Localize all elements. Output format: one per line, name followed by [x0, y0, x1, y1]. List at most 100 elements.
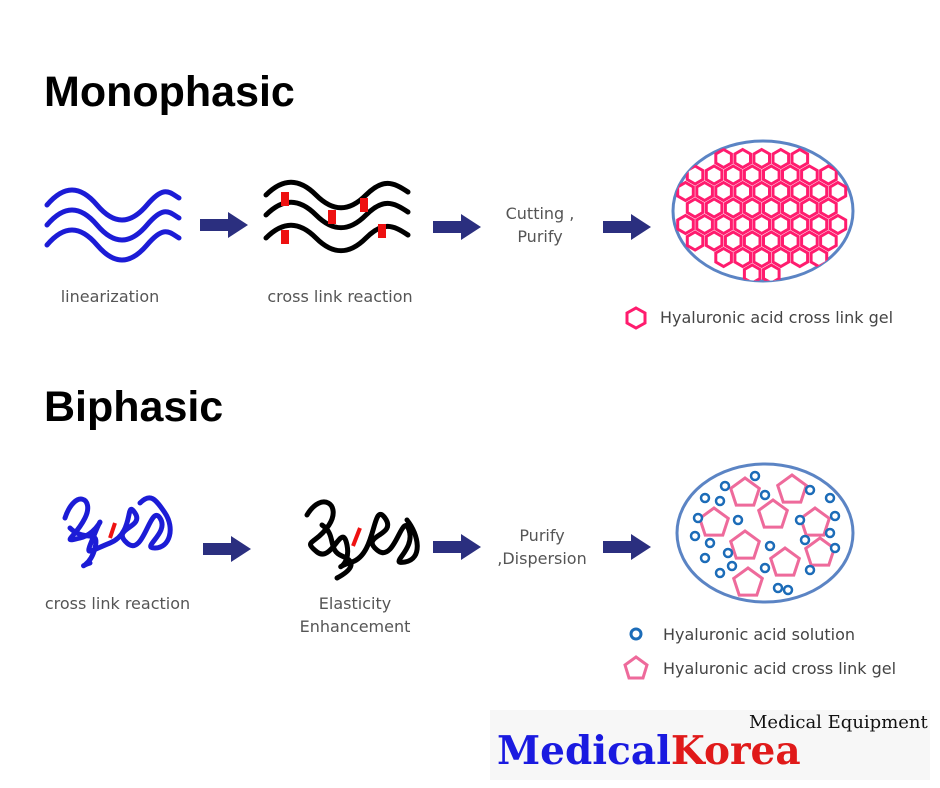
hexagon-cell: [714, 180, 733, 203]
hexagon-cell: [695, 180, 714, 203]
hexagon-cell: [771, 213, 791, 236]
purify-dispersion-caption: Purify ,Dispersion: [487, 524, 597, 570]
solution-ring: [692, 512, 704, 524]
hexagon-cell: [752, 147, 771, 170]
solution-legend-label: Hyaluronic acid solution: [663, 625, 856, 644]
arrow-icon: [200, 212, 248, 238]
hexagon-cell: [695, 213, 714, 236]
process-line: Purify: [519, 526, 565, 545]
crosslink-mark: [351, 527, 362, 547]
biphasic-gel-legend-label: Hyaluronic acid cross link gel: [663, 659, 897, 678]
solution-ring: [829, 510, 841, 522]
pentagon-legend-icon: [623, 655, 649, 680]
cross-link-reaction-caption: cross link reaction: [267, 287, 413, 306]
solution-ring: [704, 537, 716, 549]
solution-ring: [732, 514, 744, 526]
hexagon-cell: [733, 147, 752, 170]
process-line: Cutting ,: [505, 204, 575, 223]
crosslink-mark: [328, 210, 336, 224]
hexagon-cell: [723, 197, 743, 219]
crosslink-mark: [378, 224, 386, 238]
crosslink-mark: [108, 522, 117, 539]
hexagon-cell: [790, 180, 810, 203]
hexagon-cell: [714, 246, 733, 269]
crosslink-mark: [360, 198, 368, 212]
crosslinked-strands-graphic: [263, 179, 411, 254]
hexagon-cell: [723, 164, 743, 186]
pentagon-cell: [768, 546, 802, 577]
pentagon-cell: [756, 498, 790, 529]
hexagon-cell: [752, 246, 771, 269]
hexagon-cell: [752, 180, 771, 203]
hexagon-cell: [762, 197, 781, 219]
cutting-purify-caption: Cutting , Purify: [495, 202, 585, 248]
elasticity-line: Elasticity: [318, 594, 392, 613]
solution-ring: [799, 534, 811, 546]
hexagon-cell: [800, 197, 819, 219]
crosslink-mark: [281, 192, 289, 206]
hexagon-cell: [676, 180, 695, 203]
hexagon-cell: [704, 164, 724, 186]
hexagon-cell: [771, 246, 791, 269]
crosslink-mark: [281, 230, 289, 244]
hexagon-cell: [762, 263, 781, 281]
hexagon-cell: [809, 213, 829, 236]
arrow-icon: [203, 536, 251, 562]
brand-subtitle: Medical Equipment: [749, 712, 928, 733]
hexagon-cell: [828, 213, 848, 236]
process-line: Purify: [517, 227, 563, 246]
hexagon-cell: [742, 164, 762, 186]
hexagon-cell: [781, 197, 800, 219]
crosslink-gel-graphic: [671, 139, 855, 283]
solution-ring: [759, 489, 771, 501]
hexagon-cell: [733, 180, 752, 203]
solution-ring: [722, 547, 734, 559]
biphasic-title: Biphasic: [44, 383, 224, 431]
solution-ring: [699, 492, 711, 504]
hexagon-cell: [733, 213, 752, 236]
process-line: ,Dispersion: [497, 549, 587, 568]
hexagon-legend-icon: [625, 306, 647, 330]
hexagon-cell: [790, 246, 810, 269]
solution-ring: [759, 562, 771, 574]
hexagon-cell: [704, 230, 724, 252]
enhancement-line: Enhancement: [299, 617, 411, 636]
hexagon-cell: [809, 180, 829, 203]
hexagon-cell: [733, 246, 752, 269]
biphasic-gel-graphic: [675, 462, 855, 604]
arrow-icon: [603, 214, 651, 240]
brand-name-medical: Medical: [497, 728, 671, 774]
brand-logo: MedicalKorea: [497, 728, 801, 774]
solution-ring: [824, 527, 836, 539]
tangled-blue-graphic: [62, 495, 173, 569]
hexagon-cell: [762, 230, 781, 252]
arrow-icon: [603, 534, 651, 560]
hexagon-cell: [685, 230, 705, 252]
hexagon-cell: [781, 164, 800, 186]
brand-box: [490, 710, 930, 780]
solution-ring: [782, 584, 794, 596]
solution-ring: [714, 495, 726, 507]
hexagon-cell: [742, 197, 762, 219]
linearization-caption: linearization: [60, 287, 160, 306]
pentagon-cell: [731, 566, 765, 597]
solution-ring: [772, 582, 784, 594]
solution-ring: [804, 484, 816, 496]
pentagon-cell: [775, 473, 809, 504]
hexagon-cell: [800, 230, 819, 252]
hexagon-cell: [704, 197, 724, 219]
hexagon-cell: [714, 213, 733, 236]
hexagon-cell: [781, 230, 800, 252]
brand-name-korea: Korea: [670, 728, 801, 774]
hexagon-cell: [790, 147, 810, 170]
hexagon-cell: [762, 164, 781, 186]
gel-legend-label: Hyaluronic acid cross link gel: [660, 308, 894, 327]
hexagon-cell: [752, 213, 771, 236]
hexagon-cell: [819, 197, 838, 219]
monophasic-title: Monophasic: [44, 68, 295, 116]
hexagon-cell: [742, 263, 762, 281]
linear-strands-graphic: [44, 187, 182, 263]
hexagon-cell: [771, 147, 791, 170]
hexagon-cell: [819, 164, 838, 186]
elasticity-caption: Elasticity Enhancement: [280, 592, 430, 638]
